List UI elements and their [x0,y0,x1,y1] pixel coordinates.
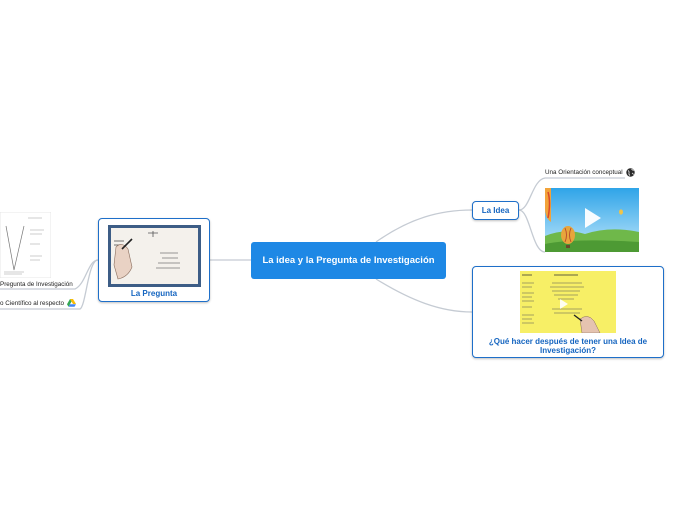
pregunta-label: La Pregunta [130,289,178,298]
globe-icon [626,168,635,177]
whiteboard-video-thumbnail [108,225,201,287]
central-topic[interactable]: La idea y la Pregunta de Investigación [251,242,446,279]
central-topic-label: La idea y la Pregunta de Investigación [262,255,435,266]
orientacion-label[interactable]: Una Orientación conceptual [545,169,623,176]
diagram-thumbnail [0,212,51,278]
left-child-label-1[interactable]: Pregunta de Investigación [0,281,73,288]
yellow-notes-video-thumbnail [520,271,616,333]
left-child-label-2[interactable]: o Científico al respecto [0,300,65,307]
que-hacer-label: ¿Qué hacer después de tener una Idea de … [488,337,648,355]
google-drive-icon [67,299,76,307]
balloon-video-thumbnail [545,188,639,252]
que-hacer-node[interactable]: ¿Qué hacer después de tener una Idea de … [472,266,664,358]
idea-label: La Idea [481,206,510,215]
pregunta-node[interactable]: La Pregunta [98,218,210,302]
idea-node[interactable]: La Idea [472,201,519,220]
